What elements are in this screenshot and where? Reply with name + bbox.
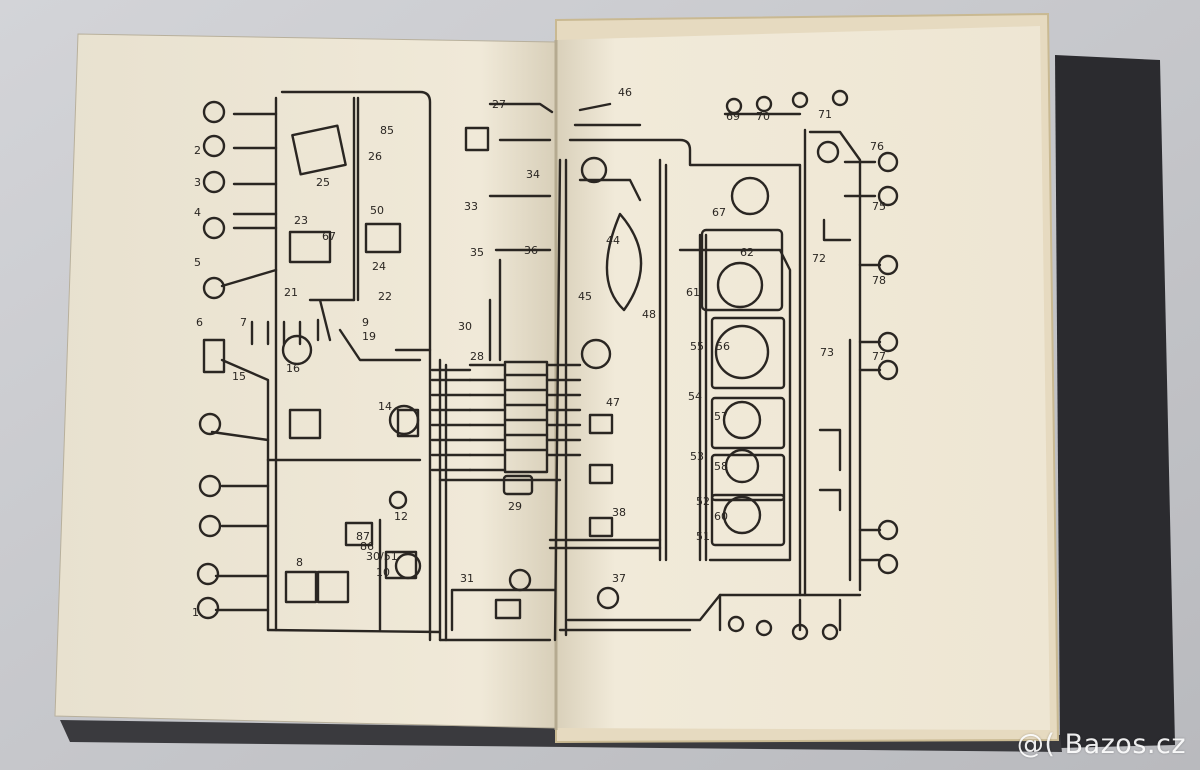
diagram-label: 60 — [714, 510, 728, 523]
diagram-label: 30/51 — [366, 550, 398, 563]
diagram-label: 14 — [378, 400, 392, 413]
diagram-label: 61 — [686, 286, 700, 299]
diagram-label: 50 — [370, 204, 384, 217]
diagram-label: 62 — [740, 246, 754, 259]
diagram-label: 29 — [508, 500, 522, 513]
diagram-label: 7 — [240, 316, 247, 329]
diagram-label: 46 — [618, 86, 632, 99]
diagram-label: 75 — [872, 200, 886, 213]
diagram-label: 25 — [316, 176, 330, 189]
diagram-label: 26 — [368, 150, 382, 163]
book-shadow — [1055, 55, 1175, 748]
diagram-label: 8 — [296, 556, 303, 569]
diagram-label: 21 — [284, 286, 298, 299]
diagram-label: 78 — [872, 274, 886, 287]
diagram-label: 71 — [818, 108, 832, 121]
diagram-label: 22 — [378, 290, 392, 303]
diagram-label: 28 — [470, 350, 484, 363]
diagram-label: 19 — [362, 330, 376, 343]
diagram-label: 30 — [458, 320, 472, 333]
diagram-label: 24 — [372, 260, 386, 273]
diagram-label: 56 — [716, 340, 730, 353]
diagram-label: 52 — [696, 495, 710, 508]
right-page — [556, 26, 1050, 730]
bazos-logo-icon: @( — [1016, 729, 1056, 760]
diagram-label: 57 — [714, 410, 728, 423]
diagram-label: 76 — [870, 140, 884, 153]
diagram-label: 69 — [726, 110, 740, 123]
diagram-label: 4 — [194, 206, 201, 219]
diagram-label: 55 — [690, 340, 704, 353]
diagram-label: 38 — [612, 506, 626, 519]
diagram-label: 36 — [524, 244, 538, 257]
diagram-label: 33 — [464, 200, 478, 213]
diagram-label: 37 — [612, 572, 626, 585]
diagram-label: 2 — [194, 144, 201, 157]
diagram-label: 9 — [362, 316, 369, 329]
diagram-label: 77 — [872, 350, 886, 363]
diagram-label: 31 — [460, 572, 474, 585]
diagram-label: 15 — [232, 370, 246, 383]
diagram-label: 23 — [294, 214, 308, 227]
diagram-label: 27 — [492, 98, 506, 111]
diagram-label: 6 — [196, 316, 203, 329]
wiring-diagram — [196, 89, 899, 642]
diagram-label: 54 — [688, 390, 702, 403]
diagram-label: 5 — [194, 256, 201, 269]
diagram-label: 58 — [714, 460, 728, 473]
diagram-label: 45 — [578, 290, 592, 303]
diagram-label: 70 — [756, 110, 770, 123]
diagram-label: 87 — [356, 530, 370, 543]
diagram-label: 44 — [606, 234, 620, 247]
diagram-label: 51 — [696, 530, 710, 543]
diagram-label: 67 — [712, 206, 726, 219]
diagram-label: 10 — [376, 566, 390, 579]
diagram-label: 73 — [820, 346, 834, 359]
diagram-label: 35 — [470, 246, 484, 259]
diagram-label: 85 — [380, 124, 394, 137]
diagram-label: 48 — [642, 308, 656, 321]
diagram-label: 72 — [812, 252, 826, 265]
watermark-text: Bazos.cz — [1064, 729, 1186, 760]
diagram-label: 47 — [606, 396, 620, 409]
diagram-label: 34 — [526, 168, 540, 181]
watermark: @( Bazos.cz — [1017, 729, 1186, 760]
diagram-label: 12 — [394, 510, 408, 523]
diagram-label: 3 — [194, 176, 201, 189]
diagram-label: 53 — [690, 450, 704, 463]
diagram-label: 67 — [322, 230, 336, 243]
diagram-label: 16 — [286, 362, 300, 375]
diagram-labels: 1 2 3 4 5 6 7 8 9 10 12 14 15 16 19 21 2… — [192, 86, 886, 619]
diagram-label: 1 — [192, 606, 199, 619]
diagram-label: 86 — [360, 540, 374, 553]
